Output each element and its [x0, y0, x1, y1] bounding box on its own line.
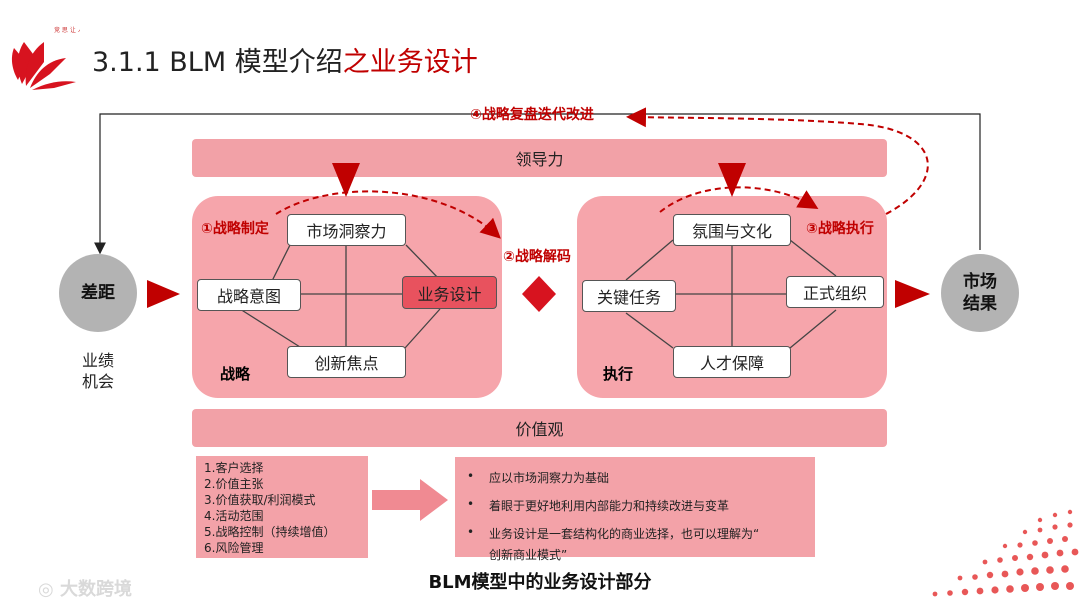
list-item: 3.价值获取/利润模式: [204, 493, 316, 507]
loop-label: ④战略复盘迭代改进: [470, 107, 594, 123]
market-result-line1: 市场: [963, 272, 997, 292]
gap-label: 差距: [81, 283, 115, 303]
list-item: 6.风险管理: [204, 541, 264, 555]
decode-label: ②战略解码: [503, 249, 571, 265]
decorative-dots: [932, 509, 1079, 597]
climate-culture-box: 氛围与文化: [673, 214, 791, 246]
bullet-item: •应以市场洞察力为基础: [467, 469, 610, 485]
execution-step-label: ③战略执行: [806, 221, 874, 237]
market-result-circle: 市场 结果: [941, 254, 1019, 332]
title-prefix: 3.1.1 BLM 模型介绍: [92, 47, 343, 78]
strategy-panel-label: 战略: [220, 365, 251, 383]
list-item: 5.战略控制（持续增值）: [204, 525, 336, 539]
strategy-down-arrow: [332, 163, 360, 197]
leadership-label: 领导力: [515, 150, 564, 169]
execution-panel-label: 执行: [603, 365, 634, 383]
decode-diamond: [522, 276, 556, 312]
gap-circle: 差距: [59, 254, 137, 332]
iterate-loop-arrow: [626, 107, 929, 215]
result-right-arrow: [895, 280, 930, 308]
logo-icon: 竞 思 让 人 卓 越: [11, 26, 80, 90]
bullet-text: 业务设计是一套结构化的商业选择，也可以理解为“: [489, 527, 760, 541]
bullet-text: 创新商业模式”: [489, 548, 568, 562]
bullet-text: 应以市场洞察力为基础: [489, 471, 610, 485]
bullet-item-continuation: 创新商业模式”: [467, 546, 805, 563]
bullet-text: 着眼于更好地利用内部能力和持续改进与变革: [489, 499, 730, 513]
title-accent: 之业务设计: [342, 47, 478, 78]
execution-down-arrow: [718, 163, 746, 197]
gap-sublabel-2: 机会: [82, 372, 115, 391]
values-bar: 价值观: [192, 409, 887, 447]
talent-box: 人才保障: [673, 346, 791, 378]
feedback-loop-line: [94, 113, 981, 255]
list-item: 1.客户选择: [204, 461, 264, 475]
bullet-item: •业务设计是一套结构化的商业选择，也可以理解为“: [467, 525, 760, 541]
strategy-grid: [239, 244, 441, 349]
gap-sublabel-1: 业绩: [82, 351, 115, 370]
watermark-text: 大数跨境: [59, 579, 132, 600]
list-to-bullets-arrow: [372, 479, 448, 521]
market-result-line2: 结果: [963, 294, 997, 314]
diagram-caption: BLM模型中的业务设计部分: [428, 572, 652, 593]
execute-arc-arrow: [659, 186, 819, 213]
business-design-box: 业务设计: [402, 276, 497, 309]
execution-grid: [625, 239, 837, 349]
page-title: 3.1.1 BLM 模型介绍之业务设计: [92, 40, 478, 79]
list-item: 2.价值主张: [204, 477, 264, 491]
formulate-to-decode-arrow: [275, 190, 501, 239]
business-design-notes: •应以市场洞察力为基础 •着眼于更好地利用内部能力和持续改进与变革 •业务设计是…: [455, 457, 815, 562]
market-insight-box: 市场洞察力: [287, 214, 406, 246]
list-item: 4.活动范围: [204, 509, 264, 523]
formal-org-box: 正式组织: [786, 276, 884, 308]
leadership-bar: 领导力: [192, 139, 887, 177]
bullet-item: •着眼于更好地利用内部能力和持续改进与变革: [467, 497, 730, 513]
strategy-step-label: ①战略制定: [201, 221, 269, 237]
innovation-focus-box: 创新焦点: [287, 346, 406, 378]
watermark: ◎ 大数跨境: [38, 579, 132, 600]
strategic-intent-box: 战略意图: [197, 279, 301, 311]
svg-text:竞 思 让 人 卓 越: 竞 思 让 人 卓 越: [54, 26, 80, 34]
critical-tasks-box: 关键任务: [582, 280, 676, 312]
gap-right-arrow: [147, 280, 180, 308]
elements-list: 1.客户选择 2.价值主张 3.价值获取/利润模式 4.活动范围 5.战略控制（…: [196, 456, 368, 558]
values-label: 价值观: [515, 420, 564, 439]
